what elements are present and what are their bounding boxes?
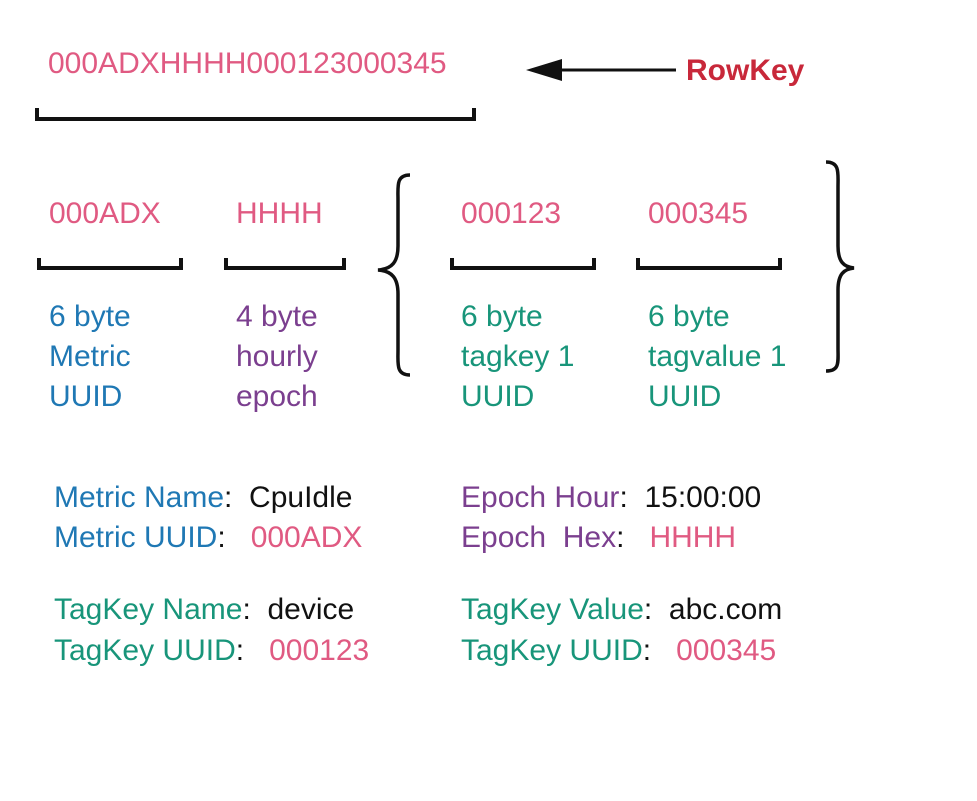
metric-name-row: Metric Name: CpuIdle [54, 481, 353, 514]
desc-line: tagkey 1 [461, 340, 575, 373]
epoch-hex-row: Epoch Hex: HHHH [461, 521, 737, 554]
rowkey-value: 000ADXHHHH000123000345 [48, 47, 447, 80]
tagkey-uuid-label: TagKey UUID [54, 634, 236, 667]
segment-value-tagkey: 000123 [461, 197, 562, 230]
desc-line: hourly [236, 340, 318, 373]
tagkey-value-value: abc.com [668, 593, 783, 626]
segment-desc-epoch: 4 byte hourly epoch [236, 297, 318, 417]
tagkey-name-value: device [267, 593, 355, 626]
desc-line: UUID [49, 380, 123, 413]
left-curly-brace [377, 173, 411, 377]
desc-line: 6 byte [461, 300, 543, 333]
segment-bracket-metric [37, 258, 183, 270]
desc-line: UUID [648, 380, 722, 413]
epoch-hour-label: Epoch Hour [461, 481, 620, 514]
metric-uuid-label: Metric UUID [54, 521, 218, 554]
tagkey-name-row: TagKey Name: device [54, 593, 355, 626]
segment-desc-metric: 6 byte Metric UUID [49, 297, 131, 417]
desc-line: Metric [49, 340, 131, 373]
desc-line: 6 byte [49, 300, 131, 333]
segment-value-epoch: HHHH [236, 197, 323, 230]
tagkey-value-label: TagKey Value [461, 593, 644, 626]
tagkey-name-label: TagKey Name [54, 593, 243, 626]
epoch-hour-row: Epoch Hour: 15:00:00 [461, 481, 762, 514]
epoch-hex-value: HHHH [649, 521, 737, 554]
epoch-hour-value: 15:00:00 [644, 481, 762, 514]
segment-desc-tagkey: 6 byte tagkey 1 UUID [461, 297, 574, 417]
segment-value-tagvalue: 000345 [648, 197, 749, 230]
tagkey-value-row: TagKey Value: abc.com [461, 593, 783, 626]
desc-line: tagvalue 1 [648, 340, 787, 373]
tagkey-uuid-row: TagKey UUID: 000123 [54, 634, 370, 667]
rowkey-arrow-head [526, 59, 562, 81]
metric-uuid-value: 000ADX [250, 521, 363, 554]
desc-line: 6 byte [648, 300, 730, 333]
metric-name-value: CpuIdle [249, 481, 353, 514]
right-curly-brace [825, 160, 855, 373]
tagkey-uuid-value: 000123 [269, 634, 370, 667]
desc-line: UUID [461, 380, 535, 413]
desc-line: 4 byte [236, 300, 318, 333]
metric-uuid-row: Metric UUID: 000ADX [54, 521, 363, 554]
tagvalue-uuid-row: TagKey UUID: 000345 [461, 634, 777, 667]
tagvalue-uuid-label: TagKey UUID [461, 634, 643, 667]
segment-bracket-tagvalue [636, 258, 782, 270]
desc-line: epoch [236, 380, 318, 413]
segment-bracket-epoch [224, 258, 346, 270]
segment-value-metric: 000ADX [49, 197, 161, 230]
epoch-hex-label: Epoch Hex [461, 521, 617, 554]
tagvalue-uuid-value: 000345 [676, 634, 777, 667]
rowkey-label: RowKey [686, 54, 805, 87]
segment-desc-tagvalue: 6 byte tagvalue 1 UUID [648, 297, 786, 417]
rowkey-bracket [35, 108, 476, 121]
segment-bracket-tagkey [450, 258, 596, 270]
metric-name-label: Metric Name [54, 481, 225, 514]
